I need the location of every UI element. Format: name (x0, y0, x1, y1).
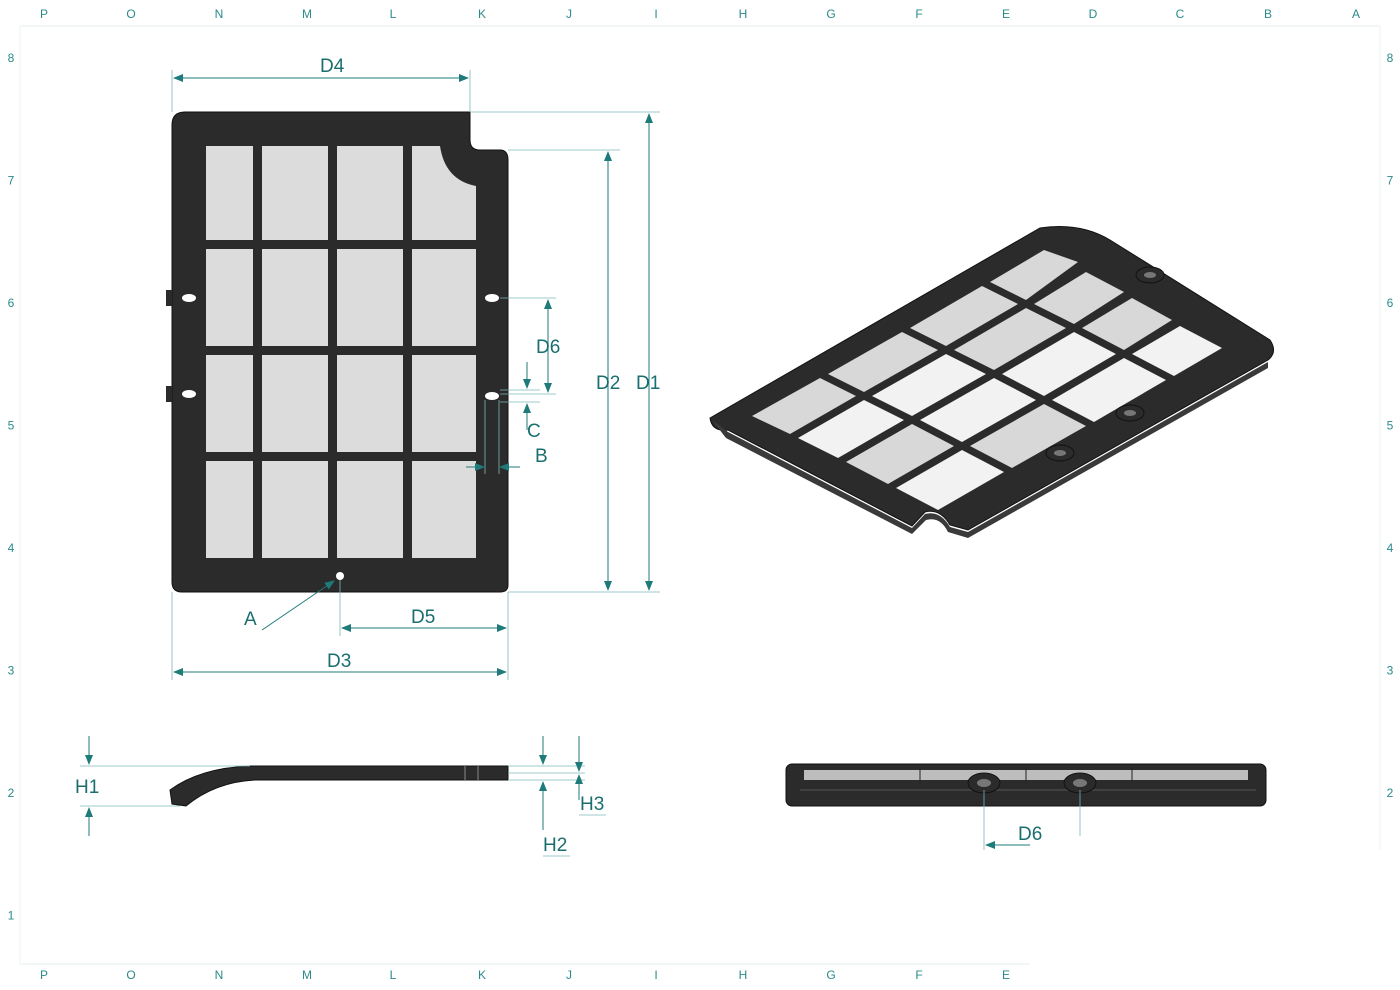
zone-right-2-6: 2 (1387, 786, 1394, 800)
dim-label-d4: D4 (320, 56, 345, 77)
zone-bottom-h-8: H (739, 968, 748, 982)
zone-top-p-0: P (40, 7, 48, 21)
dim-label-d6: D6 (536, 337, 560, 358)
bottom-hole (336, 572, 344, 580)
zone-top-k-5: K (478, 7, 486, 21)
side-dimensions: H1 H2 H3 (75, 736, 606, 857)
zone-top-j-6: J (566, 7, 572, 21)
zone-bottom-f-10: F (915, 968, 922, 982)
zone-top-o-1: O (126, 7, 135, 21)
zone-labels-left: 8 7 6 5 4 3 2 1 (8, 51, 15, 923)
iso-grid-panes (752, 250, 1222, 510)
zone-top-m-3: M (302, 7, 312, 21)
zone-top-n-2: N (215, 7, 224, 21)
zone-top-h-8: H (739, 7, 748, 21)
zone-bottom-l-4: L (390, 968, 397, 982)
zone-top-d-12: D (1089, 7, 1098, 21)
side-profile (169, 765, 509, 807)
zone-right-4-4: 4 (1387, 541, 1394, 555)
dim-label-h1: H1 (75, 777, 99, 798)
zone-top-i-7: I (654, 7, 657, 21)
zone-left-7-1: 7 (8, 174, 15, 188)
zone-top-a-15: A (1352, 7, 1360, 21)
zone-left-4-4: 4 (8, 541, 15, 555)
zone-top-e-11: E (1002, 7, 1010, 21)
zone-top-f-10: F (915, 7, 922, 21)
leader-a (261, 580, 335, 631)
right-slot-lower (485, 392, 499, 400)
dim-label-h2: H2 (543, 835, 567, 856)
front-dimensions: D4 D1 D2 D6 C B A D5 (171, 56, 660, 680)
zone-left-3-5: 3 (8, 664, 15, 678)
zone-left-8-0: 8 (8, 51, 15, 65)
dim-label-b: B (535, 446, 548, 467)
sheet-border (19, 25, 1381, 965)
left-slot-lower (182, 390, 196, 398)
zone-bottom-i-7: I (654, 968, 657, 982)
zone-labels-right: 8 7 6 5 4 3 2 (1387, 51, 1394, 800)
isometric-view (709, 226, 1274, 538)
left-slot-upper (182, 294, 196, 302)
dim-label-d3: D3 (327, 651, 351, 672)
zone-bottom-j-6: J (566, 968, 572, 982)
zone-bottom-o-1: O (126, 968, 135, 982)
zone-right-8-0: 8 (1387, 51, 1394, 65)
dim-label-h3: H3 (580, 794, 604, 815)
edge-dimensions: D6 (983, 790, 1081, 850)
dim-label-d2: D2 (596, 373, 620, 394)
zone-bottom-m-3: M (302, 968, 312, 982)
zone-bottom-g-9: G (826, 968, 835, 982)
front-grid-panes (206, 146, 476, 558)
dim-label-d6-side: D6 (1018, 824, 1042, 845)
zone-left-5-3: 5 (8, 419, 15, 433)
dim-label-c: C (527, 421, 541, 442)
dim-label-d1: D1 (636, 373, 660, 394)
zone-top-b-14: B (1264, 7, 1272, 21)
zone-right-3-5: 3 (1387, 664, 1394, 678)
zone-right-6-2: 6 (1387, 296, 1394, 310)
zone-top-l-4: L (390, 7, 397, 21)
zone-right-5-3: 5 (1387, 419, 1394, 433)
zone-left-2-6: 2 (8, 786, 15, 800)
zone-bottom-e-11: E (1002, 968, 1010, 982)
iso-frame-outline (709, 226, 1274, 531)
zone-left-1-7: 1 (8, 909, 15, 923)
zone-top-g-9: G (826, 7, 835, 21)
zone-top-c-13: C (1176, 7, 1185, 21)
zone-bottom-p-0: P (40, 968, 48, 982)
zone-bottom-k-5: K (478, 968, 486, 982)
zone-left-6-2: 6 (8, 296, 15, 310)
edge-view (785, 763, 1267, 807)
front-view (166, 111, 509, 593)
zone-bottom-n-2: N (215, 968, 224, 982)
right-slot-upper (485, 294, 499, 302)
zone-right-7-1: 7 (1387, 174, 1394, 188)
side-view (169, 765, 509, 807)
dim-label-a: A (244, 609, 257, 630)
dim-label-d5: D5 (411, 607, 435, 628)
